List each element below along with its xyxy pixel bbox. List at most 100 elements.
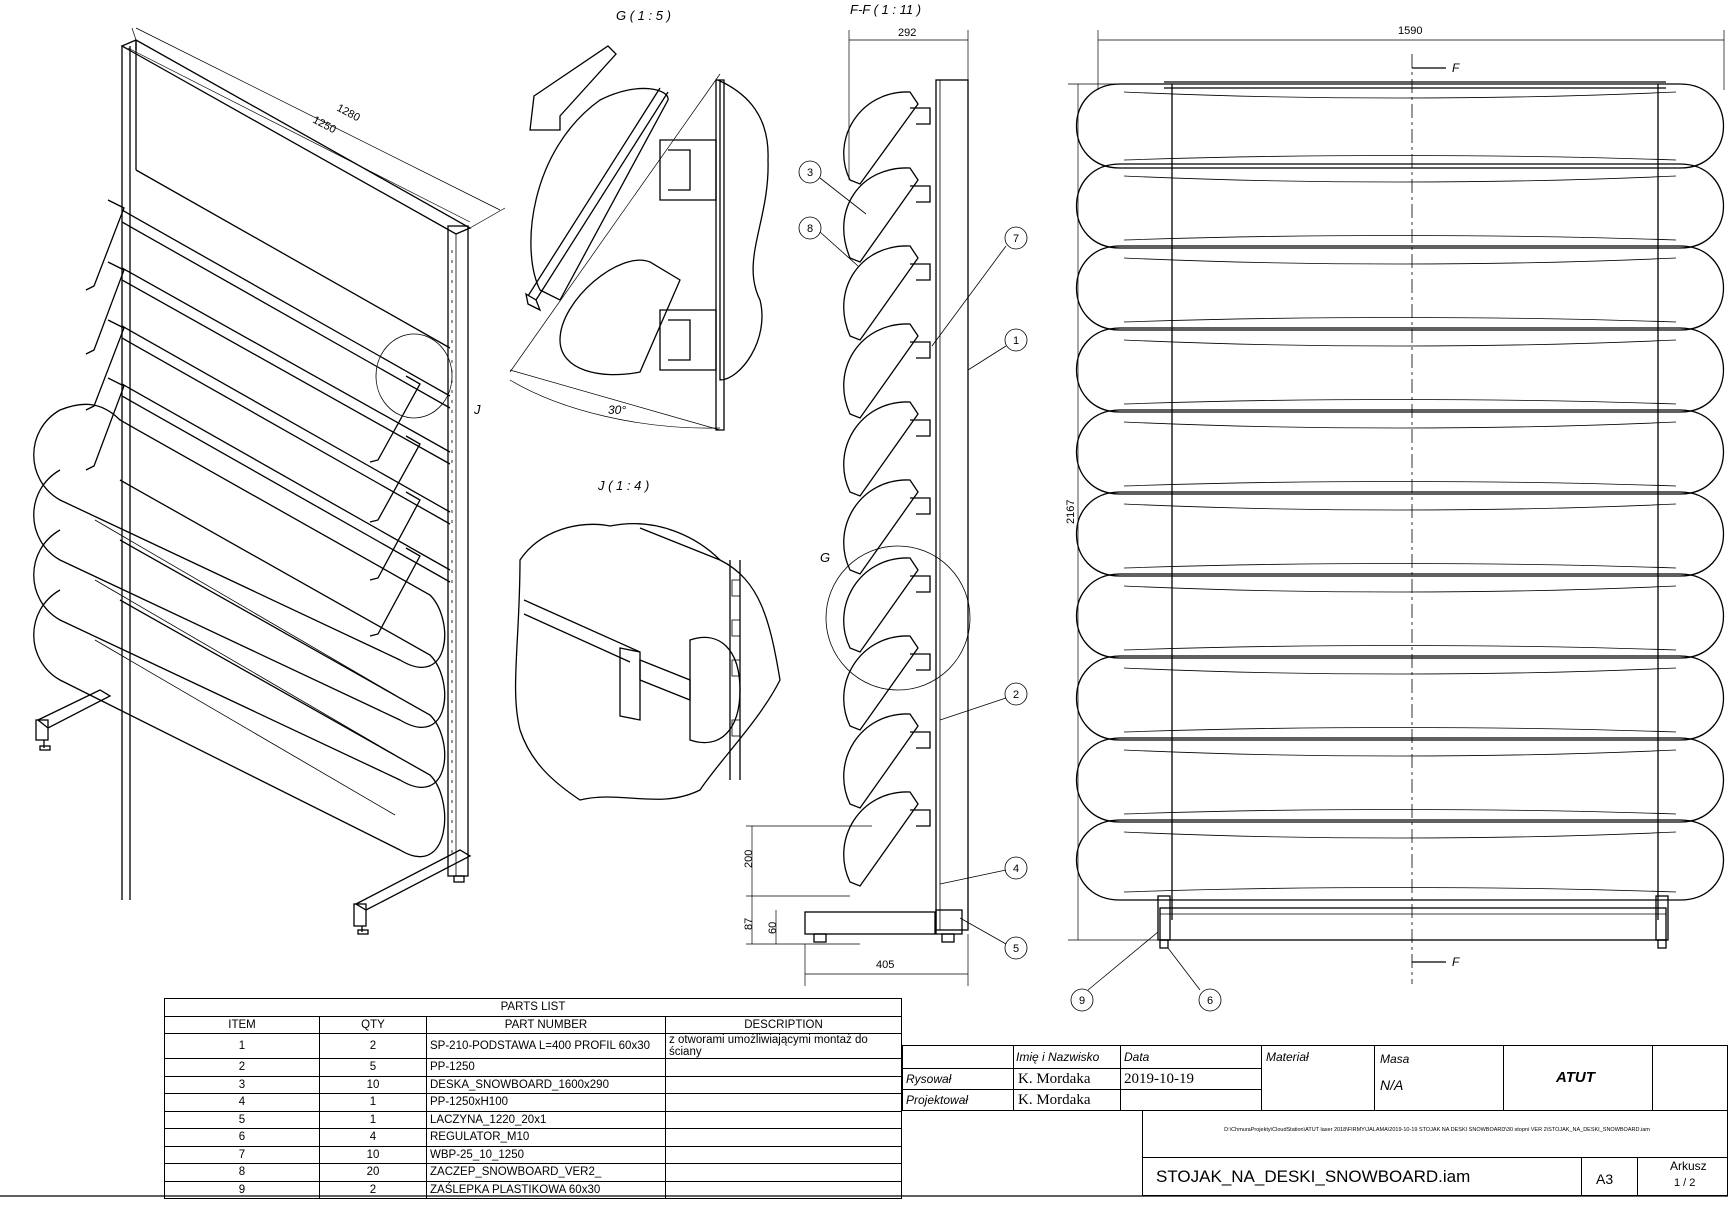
value-rysowal: K. Mordaka (1018, 1071, 1091, 1087)
front-board-inner (1123, 91, 1677, 893)
label-arkusz: Arkusz (1670, 1159, 1707, 1173)
cell-part-number: REGULATOR_M10 (426, 1128, 666, 1147)
cell-part-number: SP-210-PODSTAWA L=400 PROFIL 60x30 (426, 1033, 666, 1059)
cell-part-number: WBP-25_10_1250 (426, 1145, 666, 1164)
cell-qty: 20 (319, 1163, 427, 1182)
value-projektowal: K. Mordaka (1018, 1092, 1091, 1108)
cell-item: 8 (164, 1163, 320, 1182)
parts-list-table: PARTS LIST ITEM QTY PART NUMBER DESCRIPT… (164, 998, 902, 1199)
right-upright (447, 225, 469, 877)
cell-item: 2 (164, 1058, 320, 1077)
front-snowboards (1075, 83, 1725, 901)
cell-item: 9 (164, 1180, 320, 1199)
iso-dim-1280-line (135, 27, 501, 211)
ff-hooks (910, 107, 931, 827)
section-f-marker-top: F (1452, 61, 1460, 75)
balloon-1: 1 (1013, 335, 1019, 347)
header-part-number: PART NUMBER (426, 1015, 666, 1034)
value-arkusz: 1 / 2 (1674, 1177, 1696, 1189)
iso-feet (35, 689, 472, 935)
detail-g-marker: G (820, 550, 830, 565)
cell-item: 4 (164, 1093, 320, 1112)
cell-qty: 10 (319, 1145, 427, 1164)
balloon-8: 8 (807, 223, 813, 235)
cell-qty: 10 (319, 1075, 427, 1094)
cell-part-number: ZACZEP_SNOWBOARD_VER2_ (426, 1163, 666, 1182)
balloon-2: 2 (1013, 689, 1019, 701)
file-path: D:\ChmuraProjekty\CloudStation\ATUT lase… (1224, 1127, 1650, 1133)
cell-part-number: ZAŚLEPKA PLASTIKOWA 60x30 (426, 1180, 666, 1199)
cell-item: 6 (164, 1128, 320, 1147)
file-name: STOJAK_NA_DESKI_SNOWBOARD.iam (1156, 1167, 1471, 1186)
isometric-view: J 1280 1250 (33, 27, 506, 935)
ff-boards (843, 91, 919, 887)
panel-top-edge (120, 39, 472, 235)
detail-j-title: J ( 1 : 4 ) (597, 478, 649, 493)
ff-base (804, 911, 936, 935)
balloon-6: 6 (1207, 995, 1213, 1007)
ff-balloons: 3 8 7 1 2 4 5 (798, 160, 1028, 960)
cell-part-number: LACZYNA_1220_20x1 (426, 1110, 666, 1129)
cell-item: 3 (164, 1075, 320, 1094)
value-date: 2019-10-19 (1124, 1071, 1194, 1087)
ff-dim-292: 292 (898, 27, 916, 39)
section-f-marker-bottom: F (1452, 955, 1460, 969)
cell-description (665, 1145, 902, 1164)
label-masa: Masa (1380, 1052, 1410, 1066)
front-view: 1590 2167 (1065, 25, 1725, 1012)
label-rysowal: Rysował (906, 1072, 952, 1086)
detail-j-marker: J (473, 402, 481, 417)
cell-description (665, 1058, 902, 1077)
cell-part-number: PP-1250 (426, 1058, 666, 1077)
balloon-5: 5 (1013, 943, 1019, 955)
cell-description (665, 1128, 902, 1147)
balloon-3: 3 (807, 167, 813, 179)
balloon-7: 7 (1013, 233, 1019, 245)
ff-dim-200: 200 (743, 850, 755, 868)
detail-g-view: G ( 1 : 5 ) 30° (509, 8, 769, 431)
cell-description (665, 1110, 902, 1129)
label-imie-nazwisko: Imię i Nazwisko (1016, 1050, 1100, 1064)
cell-description (665, 1093, 902, 1112)
cell-qty: 2 (319, 1033, 427, 1059)
cell-qty: 1 (319, 1110, 427, 1129)
detail-j-circle (375, 333, 453, 419)
header-item: ITEM (164, 1015, 320, 1034)
header-description: DESCRIPTION (665, 1015, 902, 1034)
section-ff-title: F-F ( 1 : 11 ) (850, 2, 921, 17)
label-projektowal: Projektował (906, 1093, 969, 1107)
company-name: ATUT (1556, 1069, 1595, 1086)
section-ff-view: F-F ( 1 : 11 ) 292 (743, 2, 1028, 986)
front-dim-2167: 2167 (1065, 500, 1077, 524)
label-material: Materiał (1266, 1050, 1309, 1064)
cell-qty: 1 (319, 1093, 427, 1112)
cell-description (665, 1163, 902, 1182)
ff-upright (935, 79, 969, 931)
iso-dim-1250: 1250 (311, 114, 338, 136)
iso-dim-1250-line (127, 47, 471, 223)
front-dim-1590: 1590 (1398, 25, 1422, 37)
cell-description: z otworami umożliwiającymi montaż do ści… (665, 1033, 902, 1059)
parts-list-title: PARTS LIST (164, 998, 902, 1017)
parts-list-header-row: ITEM QTY PART NUMBER DESCRIPTION (164, 1015, 902, 1034)
cell-item: 7 (164, 1145, 320, 1164)
angle-30-dim: 30° (608, 403, 626, 417)
ff-dim-60: 60 (767, 922, 779, 934)
detail-j-view: J ( 1 : 4 ) (514, 478, 781, 801)
cell-qty: 2 (319, 1180, 427, 1199)
cell-description (665, 1075, 902, 1094)
title-block: Imię i Nazwisko Data Materiał Masa N/A A… (902, 1045, 1728, 1196)
iso-rails (121, 209, 451, 583)
cell-qty: 4 (319, 1128, 427, 1147)
balloon-9: 9 (1079, 995, 1085, 1007)
value-masa: N/A (1380, 1077, 1404, 1093)
ff-dim-405: 405 (876, 959, 894, 971)
